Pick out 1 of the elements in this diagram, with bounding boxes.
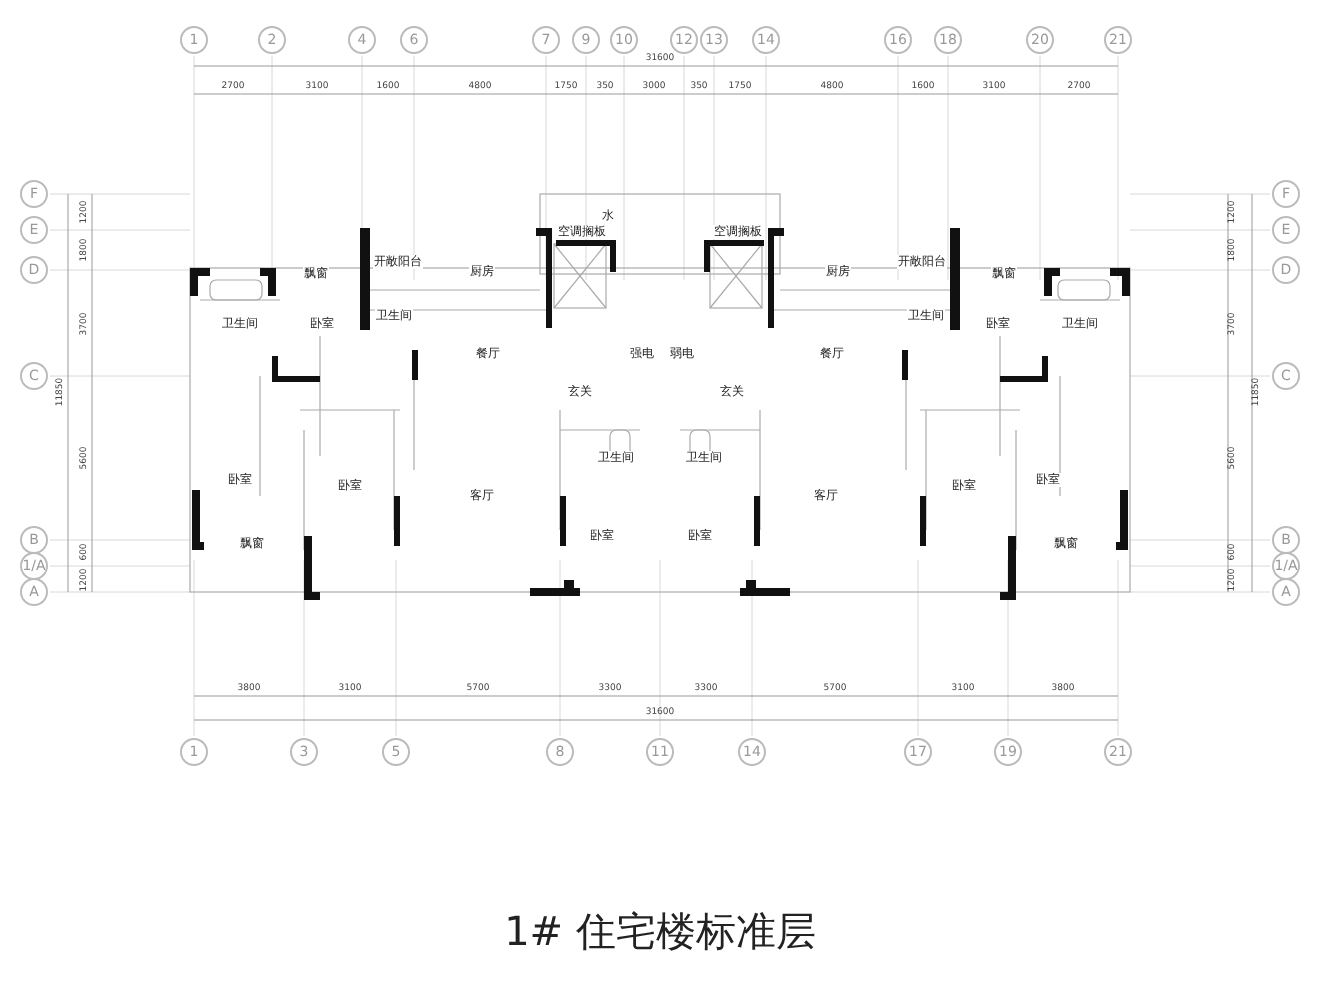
plan-caption: 1# 住宅楼标准层 xyxy=(504,905,816,959)
